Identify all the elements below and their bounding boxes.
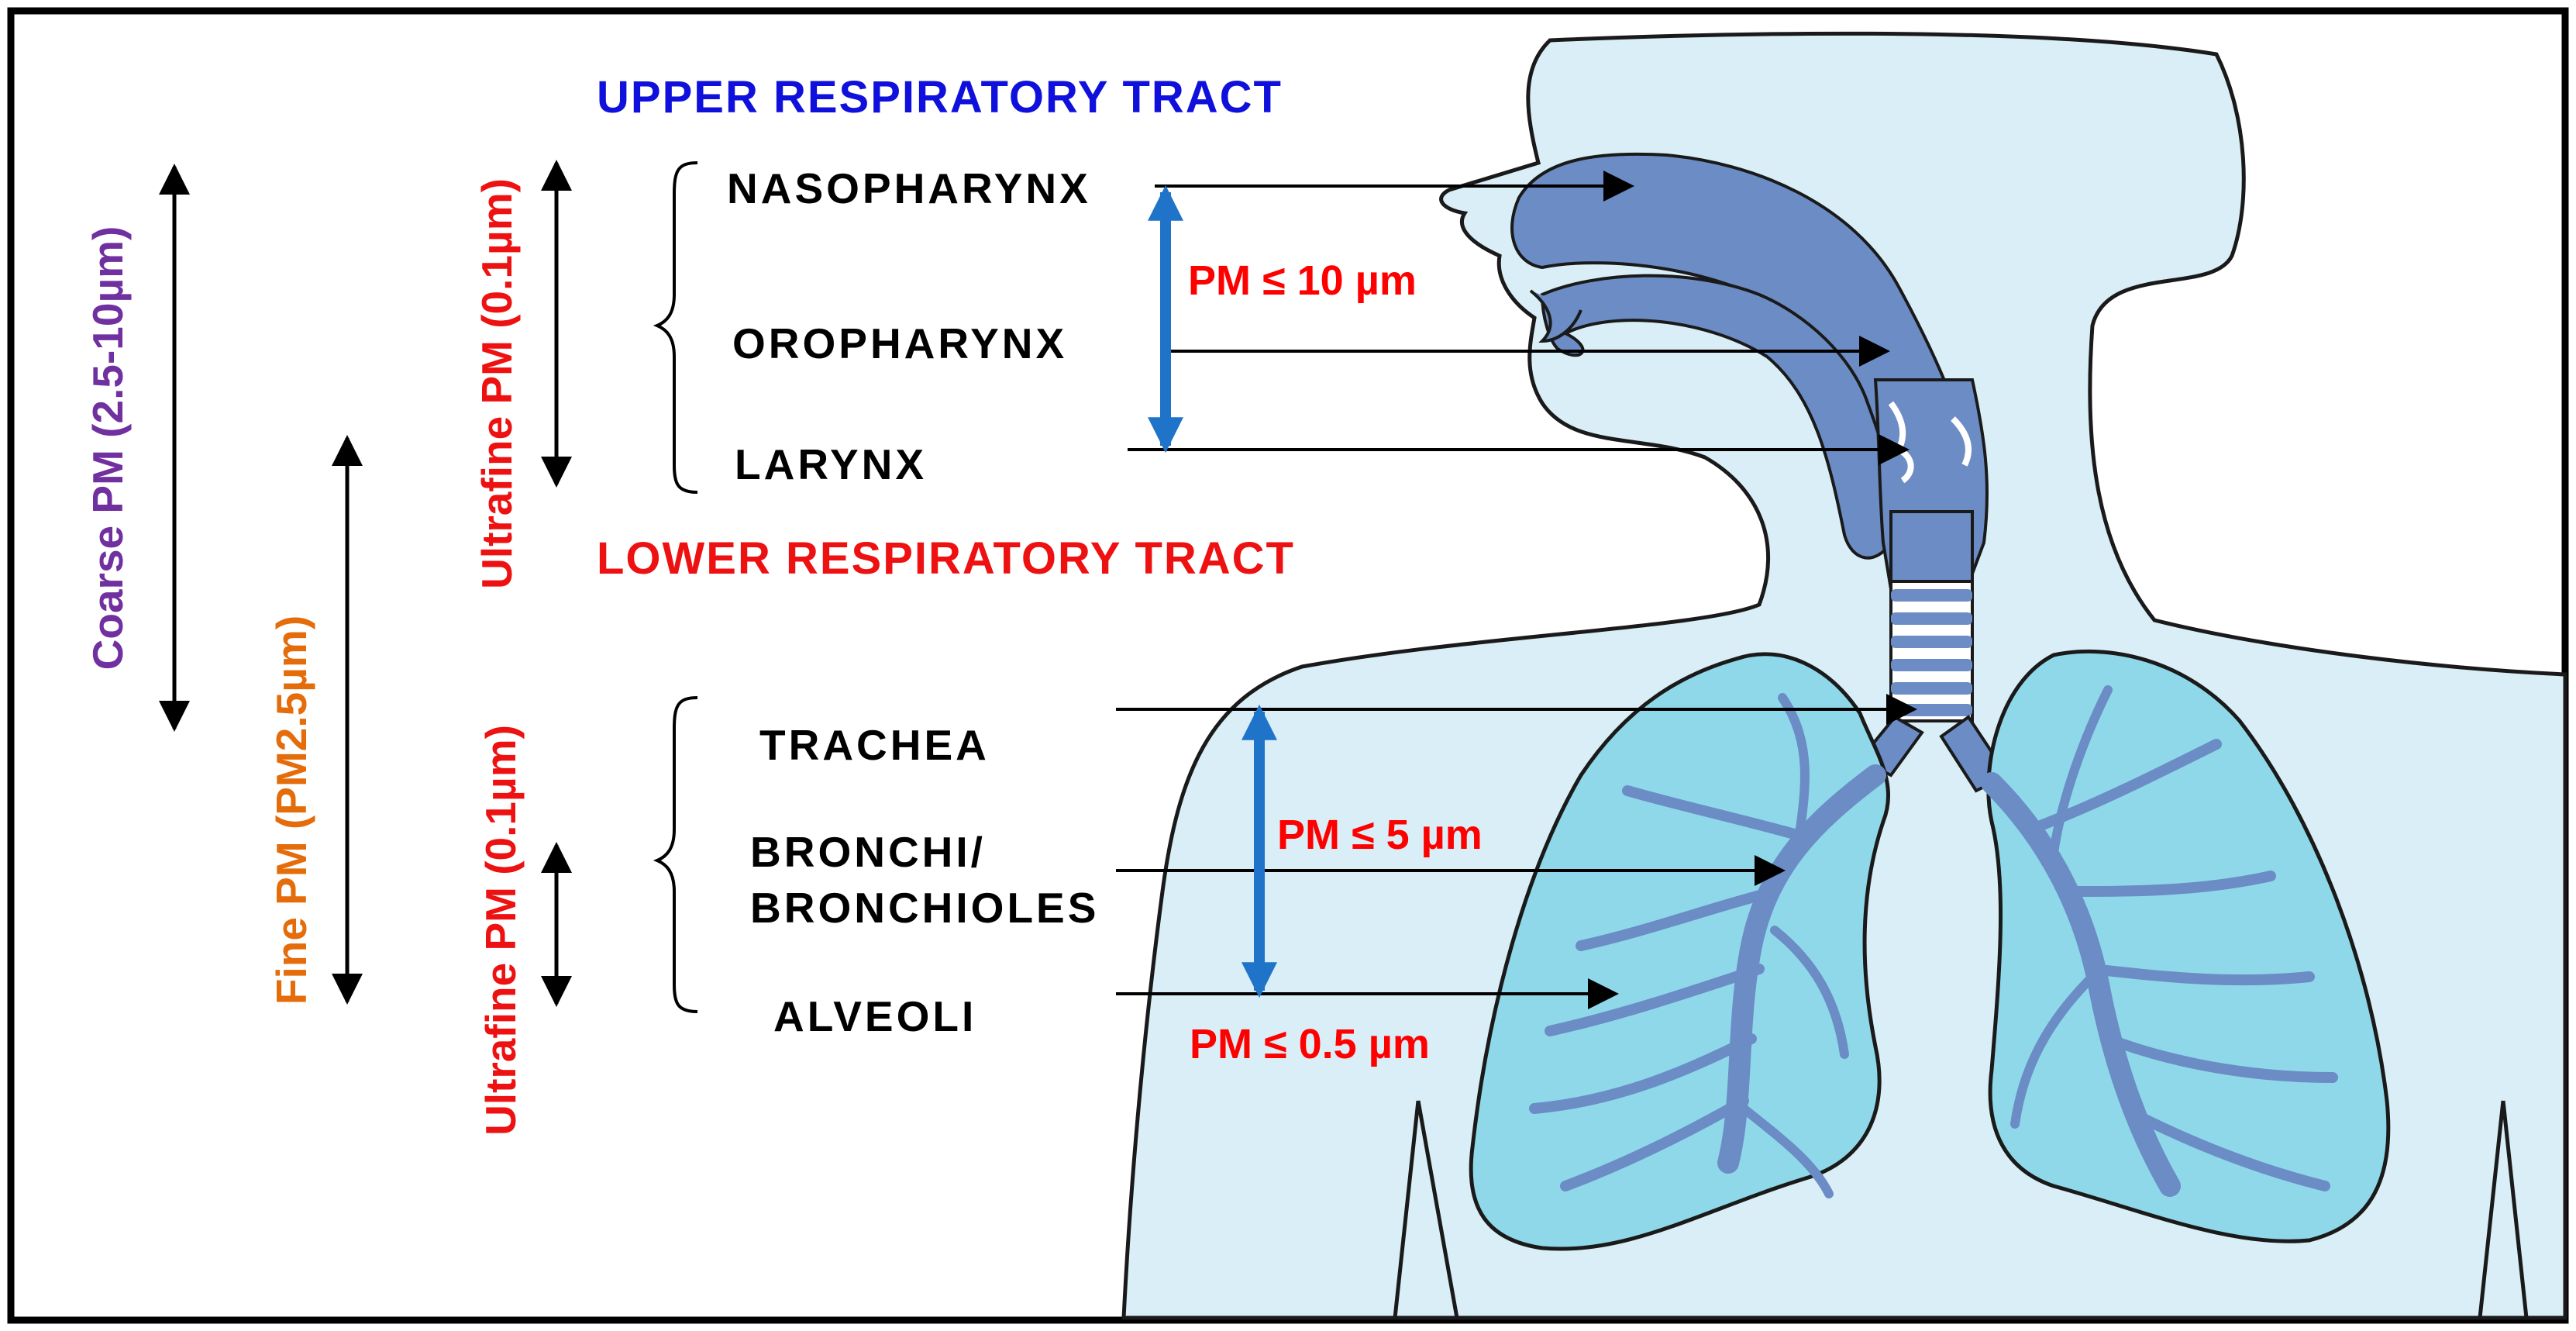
- lower-tract-heading: LOWER RESPIRATORY TRACT: [597, 533, 1295, 584]
- ultrafine-upper-label: Ultrafine PM (0.1µm): [473, 178, 521, 589]
- upper-tract-heading: UPPER RESPIRATORY TRACT: [597, 72, 1283, 122]
- coarse-pm-label: Coarse PM (2.5-10µm): [84, 226, 132, 671]
- bronchi-label-line1: BRONCHI/: [750, 828, 986, 876]
- lower-tract-brace: [653, 696, 698, 1013]
- trachea-rings: [1889, 580, 1974, 722]
- larynx-mark: [1951, 416, 1972, 467]
- pointer-arrows: [1116, 171, 1917, 1009]
- right-bronchial-tree: [1981, 685, 2338, 1197]
- pm10-label: PM ≤ 10 µm: [1188, 257, 1417, 304]
- oropharynx-label: OROPHARYNX: [732, 319, 1067, 367]
- right-arm-line: [2478, 1100, 2505, 1319]
- larynx-lower: [1889, 510, 1974, 583]
- bronchi-label-line2: BRONCHIOLES: [750, 884, 1099, 932]
- upper-tract-brace: [653, 161, 698, 494]
- trachea-label: TRACHEA: [759, 721, 990, 769]
- nasopharynx-label: NASOPHARYNX: [727, 164, 1091, 212]
- alveoli-label: ALVEOLI: [773, 992, 976, 1040]
- ultrafine-lower-label: Ultrafine PM (0.1µm): [477, 725, 525, 1136]
- left-arm-line-2: [1416, 1100, 1459, 1319]
- right-lung: [1986, 649, 2391, 1243]
- fine-pm-label: Fine PM (PM2.5µm): [267, 616, 315, 1005]
- oral-cavity: [1540, 274, 1896, 560]
- body-illustration: [1121, 31, 2567, 1320]
- pm05-label: PM ≤ 0.5 µm: [1190, 1021, 1430, 1067]
- left-bronchial-tree: [1529, 693, 1886, 1198]
- oral-tongue-tip: [1529, 289, 1582, 343]
- larynx-label: LARYNX: [735, 440, 927, 488]
- left-arm-line: [1393, 1100, 1421, 1319]
- right-arm-line-2: [2501, 1100, 2529, 1319]
- pm5-label: PM ≤ 5 µm: [1277, 812, 1483, 858]
